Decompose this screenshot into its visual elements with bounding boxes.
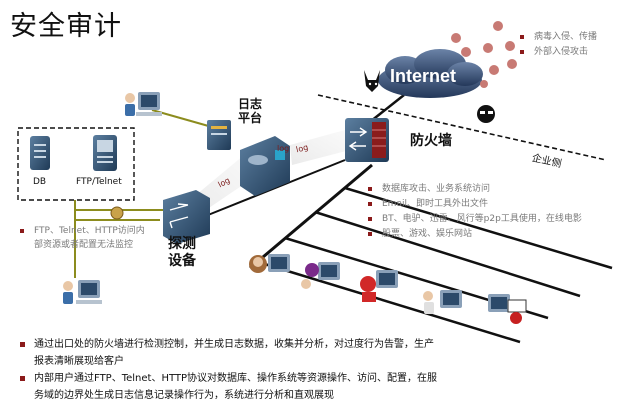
summary-line: 报表清晰展现给客户 xyxy=(34,356,124,367)
user-pc-5-icon xyxy=(488,294,527,324)
summary-line: 通过出口处的防火墙进行检测控制，并生成日志数据，收集并分析，对过度行为告警，生产 xyxy=(34,339,434,350)
threat-item: 病毒入侵、传播 xyxy=(520,30,630,45)
connector-icon xyxy=(110,206,124,220)
lan-backbone xyxy=(249,163,373,270)
log-platform-label-line: 平台 xyxy=(238,111,263,125)
probe-device-icon xyxy=(163,190,210,244)
pc-top-left-icon xyxy=(125,92,162,116)
internet-cloud-icon xyxy=(378,49,483,98)
internet-label: Internet xyxy=(390,66,457,86)
log-platform-label-line: 日志 xyxy=(238,97,263,111)
user-pc-3-icon xyxy=(360,270,398,302)
summary-bullet: 内部用户通过FTP、Telnet、HTTP协议对数据库、操作系统等资源操作、访问… xyxy=(20,370,620,404)
probe-label-line: 设备 xyxy=(168,253,196,269)
behavior-item: Email、即时工具外出文件 xyxy=(368,197,632,212)
malware-cat-icon xyxy=(364,70,380,92)
threat-list: 病毒入侵、传播 外部入侵攻击 xyxy=(520,30,630,60)
log-platform-label: 日志 平台 xyxy=(238,97,262,125)
log-server-icon xyxy=(207,120,231,150)
ftp-server-icon xyxy=(93,135,117,171)
virus-icons xyxy=(451,21,517,88)
lan-branch-2 xyxy=(314,210,581,298)
pc-bottom-left-icon xyxy=(63,280,102,304)
left-note: FTP、Telnet、HTTP访问内部资源或者配置无法监控 xyxy=(20,224,148,252)
user-pc-2-icon xyxy=(301,262,340,289)
page-title: 安全审计 xyxy=(10,11,122,42)
lan-branch-1 xyxy=(344,186,613,270)
enterprise-boundary-line xyxy=(317,94,607,161)
probe-device-label: 探测 设备 xyxy=(168,236,196,270)
behavior-item: 数据库攻击、业务系统访问 xyxy=(368,182,632,197)
hacker-icon xyxy=(477,105,495,123)
log-storage-icon xyxy=(240,136,290,196)
probe-label-line: 探测 xyxy=(168,236,196,252)
firewall-icon xyxy=(345,118,389,162)
summary-line: 内部用户通过FTP、Telnet、HTTP协议对数据库、操作系统等资源操作、访问… xyxy=(34,373,438,384)
firewall-label: 防火墙 xyxy=(410,133,452,149)
database-icon xyxy=(30,136,50,170)
db-label: DB xyxy=(33,177,47,187)
firewall-probe-line xyxy=(207,159,346,216)
summary-line: 务域的边界处生成日志信息记录操作行为，系统进行分析和直观展现 xyxy=(34,390,334,401)
left-note-text: FTP、Telnet、HTTP访问内部资源或者配置无法监控 xyxy=(20,224,148,252)
log-label: log xyxy=(277,144,290,153)
summary-bullets: 通过出口处的防火墙进行检测控制，并生成日志数据，收集并分析，对过度行为告警，生产… xyxy=(20,336,620,404)
ftp-label: FTP/Telnet xyxy=(76,177,122,187)
user-pc-1-icon xyxy=(249,254,290,273)
behavior-item: 股票、游戏、娱乐网站 xyxy=(368,227,632,242)
log-beam-firewall xyxy=(290,130,350,165)
threat-item: 外部入侵攻击 xyxy=(520,45,630,60)
summary-bullet: 通过出口处的防火墙进行检测控制，并生成日志数据，收集并分析，对过度行为告警，生产… xyxy=(20,336,620,370)
lan-branch-4 xyxy=(257,260,521,344)
behavior-list: 数据库攻击、业务系统访问 Email、即时工具外出文件 BT、电驴、迅雷、风行等… xyxy=(368,182,632,242)
user-pc-4-icon xyxy=(423,290,462,314)
internal-resources-box xyxy=(17,127,135,201)
behavior-item: BT、电驴、迅雷、风行等p2p工具使用，在线电影 xyxy=(368,212,632,227)
